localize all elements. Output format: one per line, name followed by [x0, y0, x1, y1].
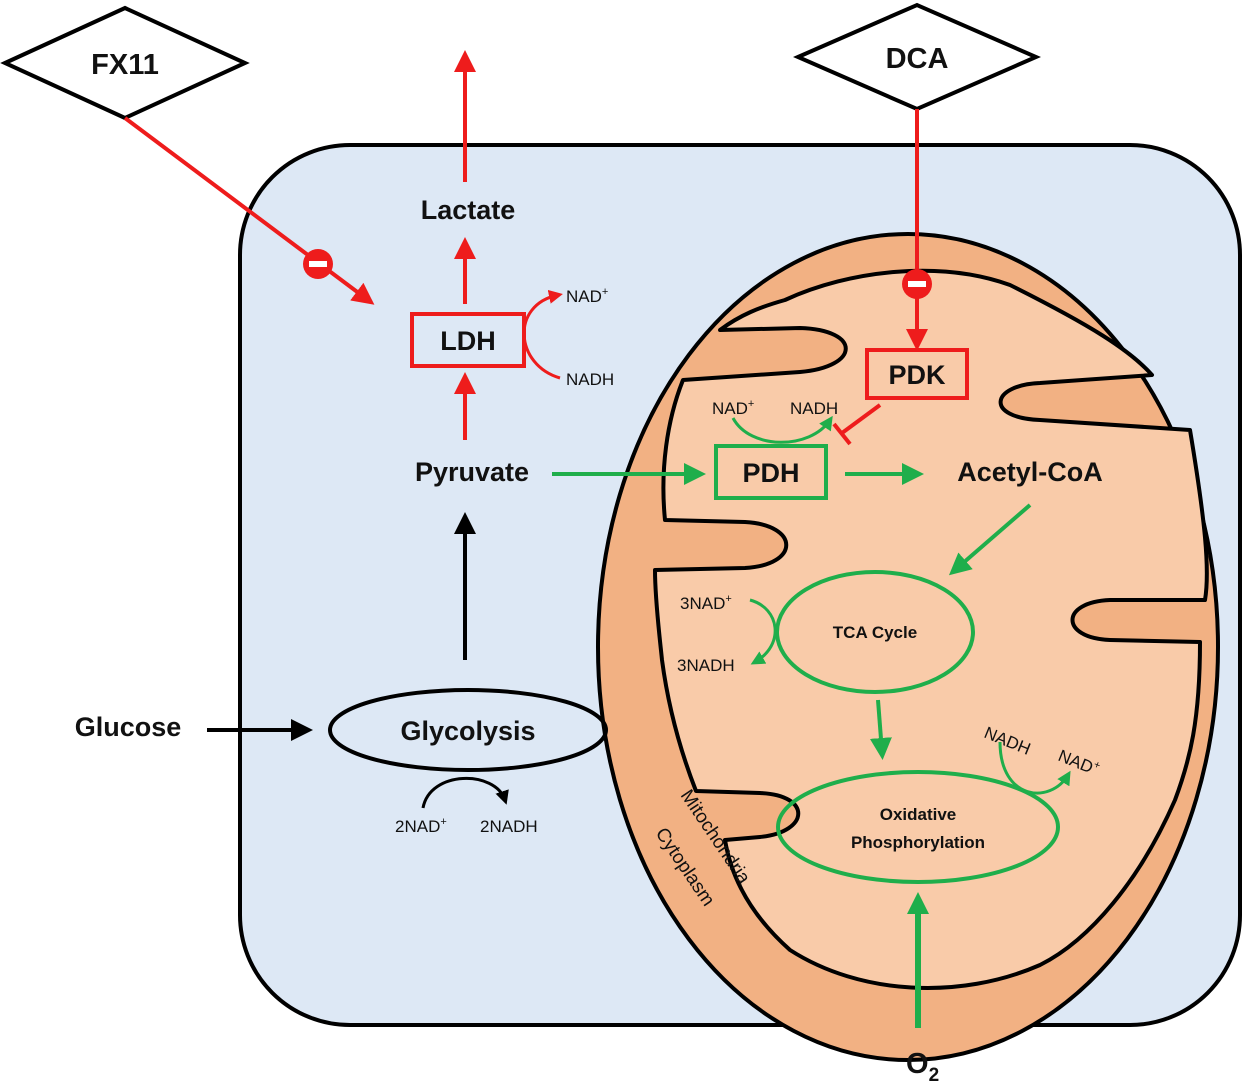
- tca-cofactor-curve: [749, 598, 777, 665]
- glucose-label: Glucose: [75, 712, 182, 742]
- dca-drug-diamond: [793, 2, 1041, 112]
- dca-label: DCA: [886, 43, 949, 75]
- glycolysis-nad-label: 2NAD+: [395, 816, 447, 836]
- tca-cycle-label: TCA Cycle: [833, 623, 917, 642]
- pyruvate-label: Pyruvate: [415, 457, 529, 487]
- pdk-inhibits-pdh-tbar: [832, 403, 882, 446]
- tca-to-oxphos-arrow: [869, 699, 892, 760]
- acetylcoa-to-tca-arrow: [948, 503, 1032, 576]
- oxphos-label-line1: Oxidative: [880, 805, 957, 824]
- tca-nadh-label: 3NADH: [677, 656, 735, 675]
- glycolysis-ellipse: [328, 688, 608, 772]
- ldh-cofactor-curve: [522, 289, 563, 380]
- mitochondrion-inner-membrane: [653, 268, 1209, 990]
- fx11-label: FX11: [91, 49, 159, 81]
- ldh-label: LDH: [440, 326, 496, 356]
- acetylcoa-label: Acetyl-CoA: [957, 457, 1103, 487]
- pdh-nadh-label: NADH: [790, 399, 838, 418]
- oxphos-label-line2: Phosphorylation: [851, 833, 985, 852]
- pdh-enzyme-box: [714, 444, 828, 500]
- tca-nad-label: 3NAD+: [680, 593, 732, 613]
- tca-cycle-ellipse: [775, 570, 975, 694]
- ldh-nad-label: NAD+: [566, 286, 608, 306]
- ldh-nadh-label: NADH: [566, 370, 614, 389]
- pdk-enzyme-box: [865, 348, 969, 400]
- dca-inhibit-badge: [902, 269, 932, 299]
- fx11-drug-diamond: [0, 5, 250, 121]
- pdh-nad-label: NAD+: [712, 398, 754, 418]
- pdh-label: PDH: [742, 458, 799, 488]
- oxphos-cofactor-curve: [998, 741, 1071, 795]
- fx11-inhibit-badge: [303, 249, 333, 279]
- oxygen-label: O2: [906, 1048, 939, 1086]
- glycolysis-cofactor-curve: [421, 777, 509, 809]
- pdk-label: PDK: [888, 360, 946, 390]
- glycolysis-label: Glycolysis: [400, 716, 535, 746]
- lactate-label: Lactate: [421, 195, 516, 225]
- pdh-cofactor-curve: [731, 415, 833, 444]
- oxphos-ellipse: [776, 770, 1060, 884]
- glycolysis-nadh-label: 2NADH: [480, 817, 538, 836]
